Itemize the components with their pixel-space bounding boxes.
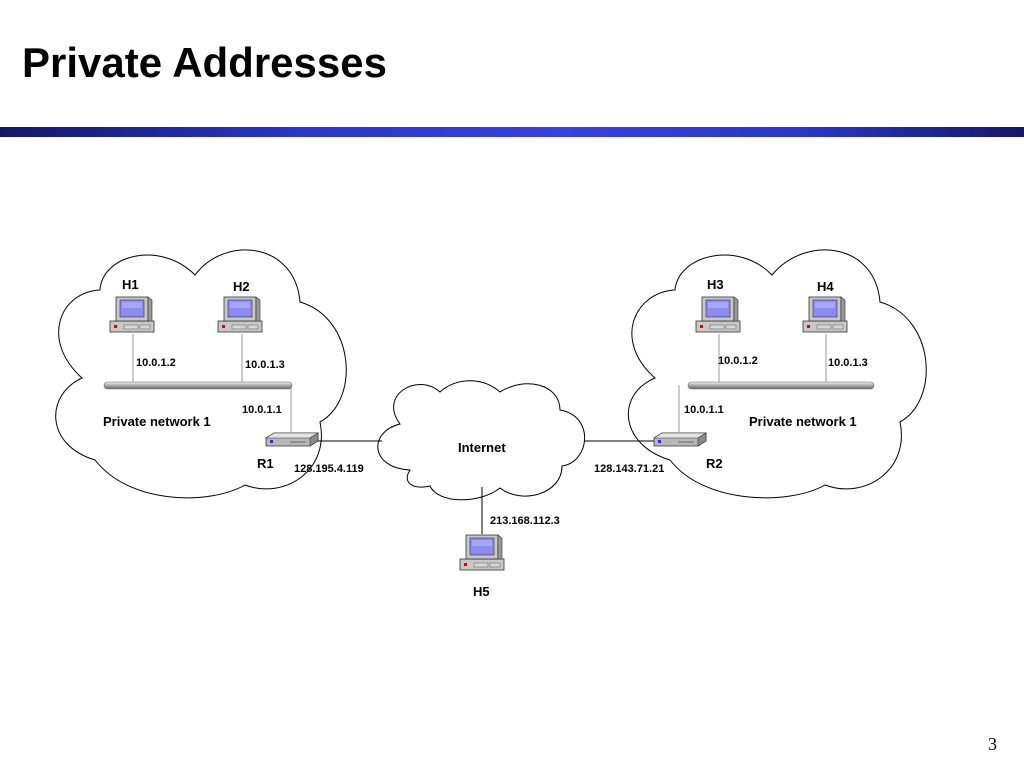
internet-label: Internet: [458, 440, 506, 455]
slide-title: Private Addresses: [22, 39, 387, 86]
h4-ip-label: 10.0.1.3: [828, 357, 868, 369]
r1-label: R1: [257, 456, 274, 471]
h2-ip-label: 10.0.1.3: [245, 359, 285, 371]
right-lan-bus: [687, 381, 875, 390]
r1-router-icon: [265, 432, 319, 447]
page-number: 3: [988, 734, 997, 754]
r1-outside-ip-label: 128.195.4.119: [294, 463, 364, 475]
h1-ip-label: 10.0.1.2: [136, 357, 176, 369]
h4-computer-icon: [802, 296, 848, 333]
h4-label: H4: [817, 279, 834, 294]
h5-ip-label: 213.168.112.3: [490, 515, 560, 527]
h1-label: H1: [122, 277, 139, 292]
r2-label: R2: [706, 456, 723, 471]
right-private-network-cloud: [627, 249, 927, 499]
r2-inside-ip-label: 10.0.1.1: [684, 404, 724, 416]
h2-label: H2: [233, 279, 250, 294]
right-network-label: Private network 1: [749, 414, 857, 429]
r2-outside-ip-label: 128.143.71.21: [594, 463, 664, 475]
internet-cloud: [377, 380, 586, 501]
h2-computer-icon: [217, 296, 263, 333]
h1-computer-icon: [109, 296, 155, 333]
title-divider-bar: [0, 127, 1024, 137]
left-lan-bus: [103, 381, 293, 390]
left-private-network-cloud: [55, 249, 347, 499]
left-network-label: Private network 1: [103, 414, 211, 429]
r1-inside-ip-label: 10.0.1.1: [242, 404, 282, 416]
h3-label: H3: [707, 277, 724, 292]
h3-computer-icon: [695, 296, 741, 333]
h5-label: H5: [473, 584, 490, 599]
r2-router-icon: [653, 432, 707, 447]
h3-ip-label: 10.0.1.2: [718, 355, 758, 367]
h5-computer-icon: [459, 534, 505, 571]
